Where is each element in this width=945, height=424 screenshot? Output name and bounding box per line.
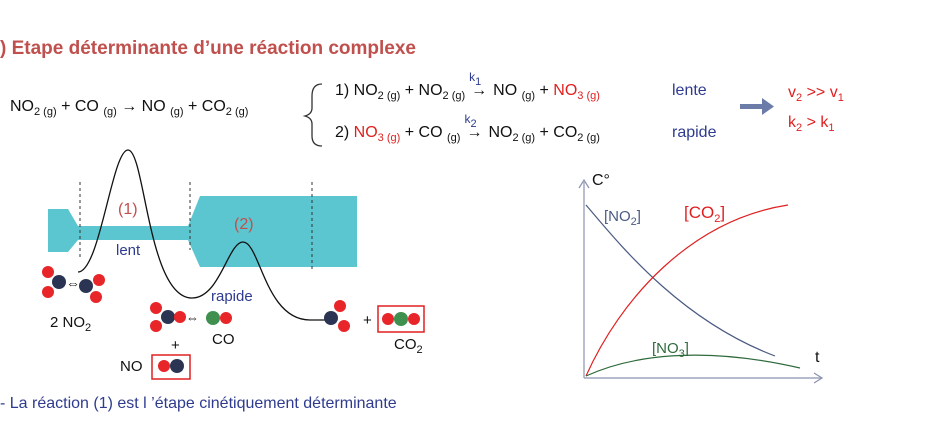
energy-profile-curve (77, 149, 325, 321)
footer-statement: - La réaction (1) est l ’étape cinétique… (0, 395, 397, 412)
molecule-no (151, 354, 191, 380)
plus-sign-no: + (171, 337, 180, 354)
lent-label: lent (116, 242, 141, 259)
curve-no2 (585, 204, 776, 357)
svg-text:⇔: ⇔ (186, 310, 199, 325)
step2-reaction: 2) NO3 (g) + CO (g)k2→NO2 (g) + CO2 (g) (335, 112, 600, 144)
step1-speed: lente (672, 82, 707, 99)
step-brace (302, 83, 323, 147)
rate-arrow-k1: k1→ (469, 70, 488, 99)
curve-no3 (585, 354, 801, 377)
co2-label: CO2 (394, 336, 423, 356)
section-title: ) Etape déterminante d’une réaction comp… (0, 38, 416, 59)
rate-comparison: v2 >> v1 (788, 84, 844, 104)
constant-comparison: k2 > k1 (788, 114, 835, 134)
step2-speed: rapide (672, 124, 717, 141)
peak2-label: (2) (234, 216, 254, 233)
reactant-no2: NO (10, 98, 34, 115)
molecules-2no2: ⇔ (42, 266, 105, 303)
curve-co2 (585, 204, 789, 377)
step1-reaction: 1) NO2 (g) + NO2 (g)k1→NO (g) + NO3 (g) (335, 70, 600, 102)
graph-y-label: C° (592, 172, 610, 189)
no2-pair-label: 2 NO2 (50, 314, 92, 334)
rate-arrow-k2: k2→ (464, 112, 483, 141)
reaction-channel (48, 182, 357, 272)
rapide-label: rapide (211, 288, 253, 305)
molecule-co2 (377, 305, 425, 333)
co-label: CO (212, 331, 235, 348)
molecule-no2-product (324, 300, 350, 332)
global-reaction: NO2 (g) + CO (g) → NO (g) + CO2 (g) (10, 98, 249, 118)
plus-sign-co2: + (363, 312, 372, 329)
label-no2-curve: [NO2] (604, 208, 641, 228)
label-co2-curve: [CO2] (684, 203, 726, 225)
label-no3-curve: [NO3] (652, 340, 689, 360)
svg-text:⇔: ⇔ (66, 275, 80, 291)
implies-arrow-icon (740, 98, 774, 115)
concentration-graph (578, 178, 824, 384)
peak1-label: (1) (118, 201, 138, 218)
graph-x-label: t (815, 349, 820, 366)
no-label: NO (120, 358, 143, 375)
molecules-no3-co: ⇔ (150, 302, 232, 332)
